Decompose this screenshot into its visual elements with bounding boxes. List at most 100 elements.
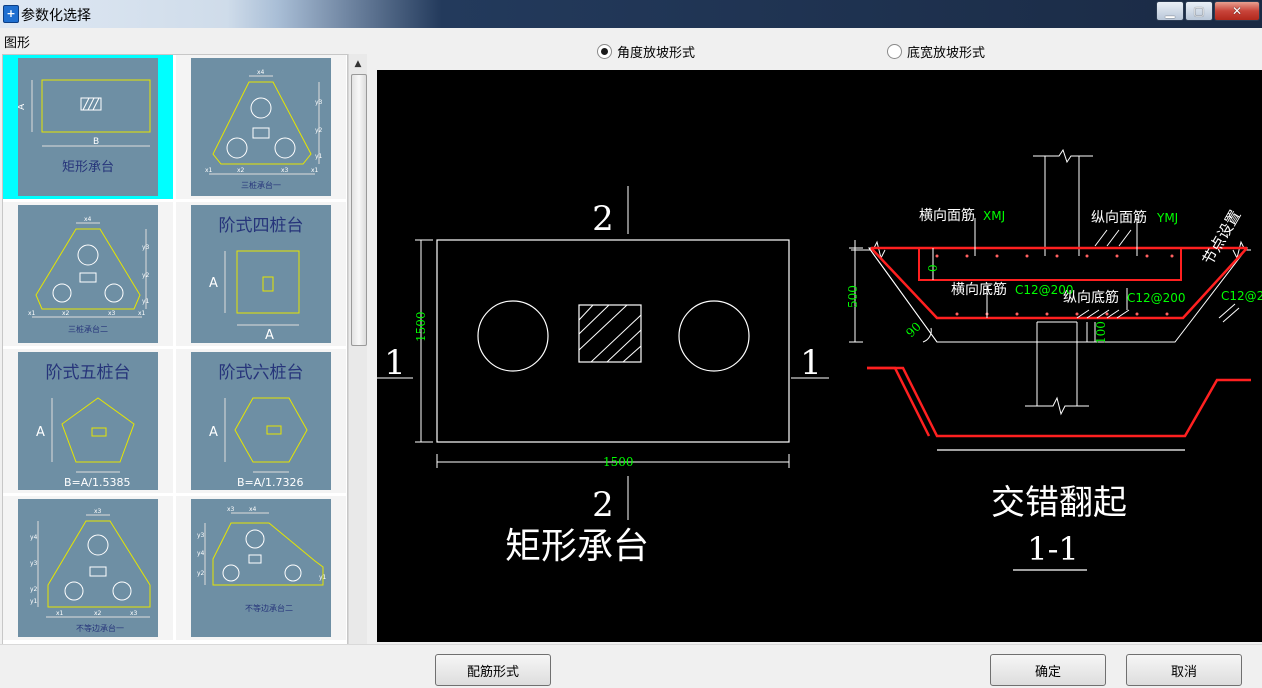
thumb-dim-x3: x3 [94, 508, 102, 515]
thumb-dim-y4: y4 [197, 550, 205, 557]
thumb-dim-x4: x4 [257, 69, 265, 76]
label-bottom-transverse: 横向底筋 [951, 281, 1007, 298]
plan-title: 矩形承台 [505, 526, 649, 567]
thumb-dim-x3: x3 [281, 167, 289, 174]
thumb-label-b: A [265, 328, 274, 343]
thumb-dim-y4: y4 [30, 534, 38, 541]
thumb-dim-x1: x1 [56, 610, 64, 617]
close-button[interactable]: ✕ [1214, 1, 1260, 21]
app-icon: + [3, 5, 19, 23]
thumb-step-four-pile[interactable]: 阶式四桩台 A A [176, 202, 346, 346]
thumb-dim-x3: x3 [227, 506, 235, 513]
radio-width-label: 底宽放坡形式 [907, 46, 986, 61]
thumb-three-pile-1-image: x4 y3 y2 y1 x1 x2 x3 x1 三桩承台一 [191, 58, 331, 196]
thumb-dim-y3: y3 [315, 99, 323, 106]
radio-unchecked-icon [887, 44, 902, 59]
thumb-caption: 不等边承台二 [245, 603, 293, 613]
thumb-dim-y2: y2 [30, 586, 38, 593]
label-top-longitudinal: 纵向面筋 [1091, 209, 1147, 226]
plan-section-top: 2 [592, 199, 614, 239]
thumb-unequal-cap-1-image: x3 y4 y3 y2 y1 x1 x2 x3 不等边承台一 [18, 499, 158, 637]
cancel-button[interactable]: 取消 [1126, 654, 1242, 686]
thumb-three-pile-1[interactable]: x4 y3 y2 y1 x1 x2 x3 x1 三桩承台一 [176, 55, 346, 199]
thumb-dim-x3: x3 [108, 310, 116, 317]
thumb-dim-y3: y3 [142, 244, 150, 251]
radio-width-slope[interactable]: 底宽放坡形式 [887, 42, 985, 61]
thumb-dim-y3: y3 [197, 532, 205, 539]
title-bar: + 参数化选择 ▁ ▢ ✕ [0, 0, 1262, 28]
thumb-three-pile-2[interactable]: x4 y3 y2 y1 x1 x2 x3 x1 三桩承台二 [3, 202, 173, 346]
thumb-caption: 矩形承台 [62, 160, 114, 175]
plan-dim-height: 1500 [414, 311, 428, 342]
thumb-label-b: B [93, 137, 99, 147]
section-subtitle: 1-1 [1027, 530, 1079, 568]
thumb-unequal-cap-1[interactable]: x3 y4 y3 y2 y1 x1 x2 x3 不等边承台一 [3, 496, 173, 640]
thumb-label-a: A [18, 103, 27, 110]
thumb-dim-x1b: x1 [311, 167, 319, 174]
thumb-label-a: A [209, 425, 218, 440]
dim-zero: 0 [926, 264, 940, 272]
shape-panel-label: 图形 [4, 36, 31, 51]
thumb-unequal-cap-2[interactable]: x3 x4 y3 y4 y2 y1 不等边承台二 [176, 496, 346, 640]
dim-90: 90 [903, 319, 924, 340]
thumb-dim-x1a: x1 [205, 167, 213, 174]
dim-100: 100 [1094, 321, 1108, 344]
scroll-up-icon[interactable]: ▲ [354, 59, 362, 69]
plan-section-bottom: 2 [592, 485, 614, 525]
thumb-label-a: A [209, 276, 218, 291]
thumb-dim-x4: x4 [84, 216, 92, 223]
thumb-dim-x1a: x1 [28, 310, 36, 317]
window-title: 参数化选择 [21, 8, 91, 24]
window-controls: ▁ ▢ ✕ [1155, 1, 1260, 21]
thumb-caption: 阶式六桩台 [219, 363, 304, 383]
thumb-label-a: A [36, 425, 45, 440]
label-top-transverse: 横向面筋 [919, 207, 975, 224]
plan-dim-width: 1500 [603, 455, 634, 469]
thumb-step-four-pile-image: 阶式四桩台 A A [191, 205, 331, 343]
thumb-step-five-pile-image: 阶式五桩台 A B=A/1.5385 [18, 352, 158, 490]
section-view: 横向面筋 XMJ 纵向面筋 YMJ 节点设置 横向底筋 C12@200 纵向底筋… [846, 148, 1262, 571]
radio-angle-slope[interactable]: 角度放坡形式 [597, 42, 695, 61]
rebar-form-button[interactable]: 配筋形式 [435, 654, 551, 686]
thumb-caption: 三桩承台一 [241, 180, 281, 190]
thumb-rect-cap[interactable]: A B 矩形承台 [3, 55, 173, 199]
thumb-dim-x1b: x1 [138, 310, 146, 317]
ok-button[interactable]: 确定 [990, 654, 1106, 686]
minimize-button[interactable]: ▁ [1156, 1, 1184, 21]
radio-angle-label: 角度放坡形式 [617, 46, 696, 61]
radio-checked-icon [597, 44, 612, 59]
thumb-dim-y1: y1 [30, 598, 38, 605]
thumb-step-five-pile[interactable]: 阶式五桩台 A B=A/1.5385 [3, 349, 173, 493]
minimize-icon: ▁ [1165, 4, 1175, 18]
thumb-dim-x3b: x3 [130, 610, 138, 617]
thumb-dim-y3: y3 [30, 560, 38, 567]
thumb-dim-x2: x2 [62, 310, 70, 317]
plan-section-left: 1 [384, 343, 406, 383]
value-bottom-transverse: C12@200 [1015, 283, 1074, 297]
shape-panel: 图形 A B 矩形承台 [0, 30, 373, 670]
value-bottom-longitudinal: C12@200 [1127, 291, 1186, 305]
shape-gallery: A B 矩形承台 x4 y3 y2 y1 x1 x2 [2, 54, 348, 670]
slope-options: 角度放坡形式 底宽放坡形式 [375, 30, 1262, 70]
thumb-dim-x2: x2 [94, 610, 102, 617]
maximize-icon: ▢ [1193, 4, 1205, 18]
dialog-button-bar: 配筋形式 确定 取消 [0, 644, 1262, 688]
section-title: 交错翻起 [991, 483, 1127, 523]
thumb-step-six-pile[interactable]: 阶式六桩台 A B=A/1.7326 [176, 349, 346, 493]
thumb-unequal-cap-2-image: x3 x4 y3 y4 y2 y1 不等边承台二 [191, 499, 331, 637]
thumb-caption: 不等边承台一 [76, 623, 124, 633]
thumb-dim-y1: y1 [142, 298, 150, 305]
value-top-transverse: XMJ [983, 209, 1005, 223]
maximize-button[interactable]: ▢ [1185, 1, 1213, 21]
label-bottom-longitudinal: 纵向底筋 [1063, 289, 1119, 306]
thumb-dim-y2: y2 [315, 127, 323, 134]
dim-500: 500 [846, 285, 860, 308]
thumb-dim-x2: x2 [237, 167, 245, 174]
thumb-formula: B=A/1.5385 [64, 476, 130, 489]
value-side-rebar: C12@2 [1221, 289, 1262, 303]
scroll-thumb[interactable] [351, 74, 367, 346]
gallery-scrollbar[interactable]: ▲ ▼ [348, 54, 367, 668]
thumb-formula: B=A/1.7326 [237, 476, 303, 489]
thumb-dim-y2: y2 [197, 570, 205, 577]
thumb-three-pile-2-image: x4 y3 y2 y1 x1 x2 x3 x1 三桩承台二 [18, 205, 158, 343]
